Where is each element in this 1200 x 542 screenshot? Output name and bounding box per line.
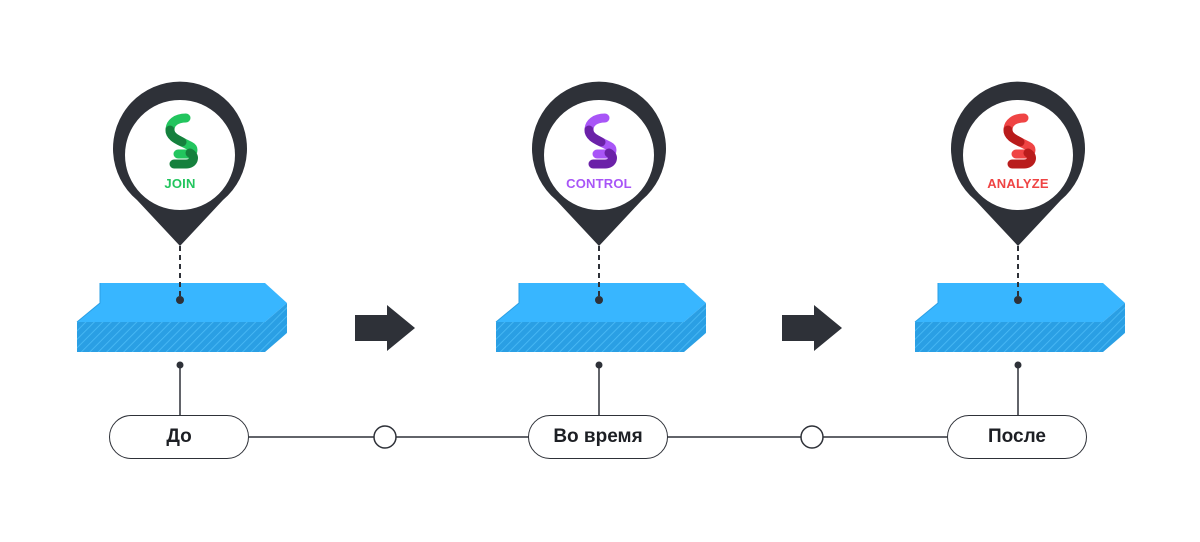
stage-pill-after: После xyxy=(947,415,1087,459)
slab-dot xyxy=(176,296,184,304)
arrow-right-icon xyxy=(355,305,415,351)
stage-join: JOIN xyxy=(76,81,287,415)
slab xyxy=(495,283,706,352)
stage-pill-before: До xyxy=(109,415,249,459)
slab xyxy=(76,283,287,352)
slab xyxy=(914,283,1125,352)
arrow-right-icon xyxy=(782,305,842,351)
timeline-node-1 xyxy=(373,425,397,449)
logo-label: ANALYZE xyxy=(987,176,1049,191)
s-brand-logo xyxy=(165,113,198,169)
slab-dot xyxy=(1014,296,1022,304)
s-brand-logo xyxy=(584,113,617,169)
logo-label: JOIN xyxy=(164,176,195,191)
slab-dot xyxy=(595,296,603,304)
stage-control: CONTROL xyxy=(495,81,706,415)
timeline-node-2 xyxy=(800,425,824,449)
stage-analyze: ANALYZE xyxy=(914,81,1125,415)
stage-pill-during: Во время xyxy=(528,415,668,459)
s-brand-logo xyxy=(1003,113,1036,169)
logo-label: CONTROL xyxy=(566,176,632,191)
